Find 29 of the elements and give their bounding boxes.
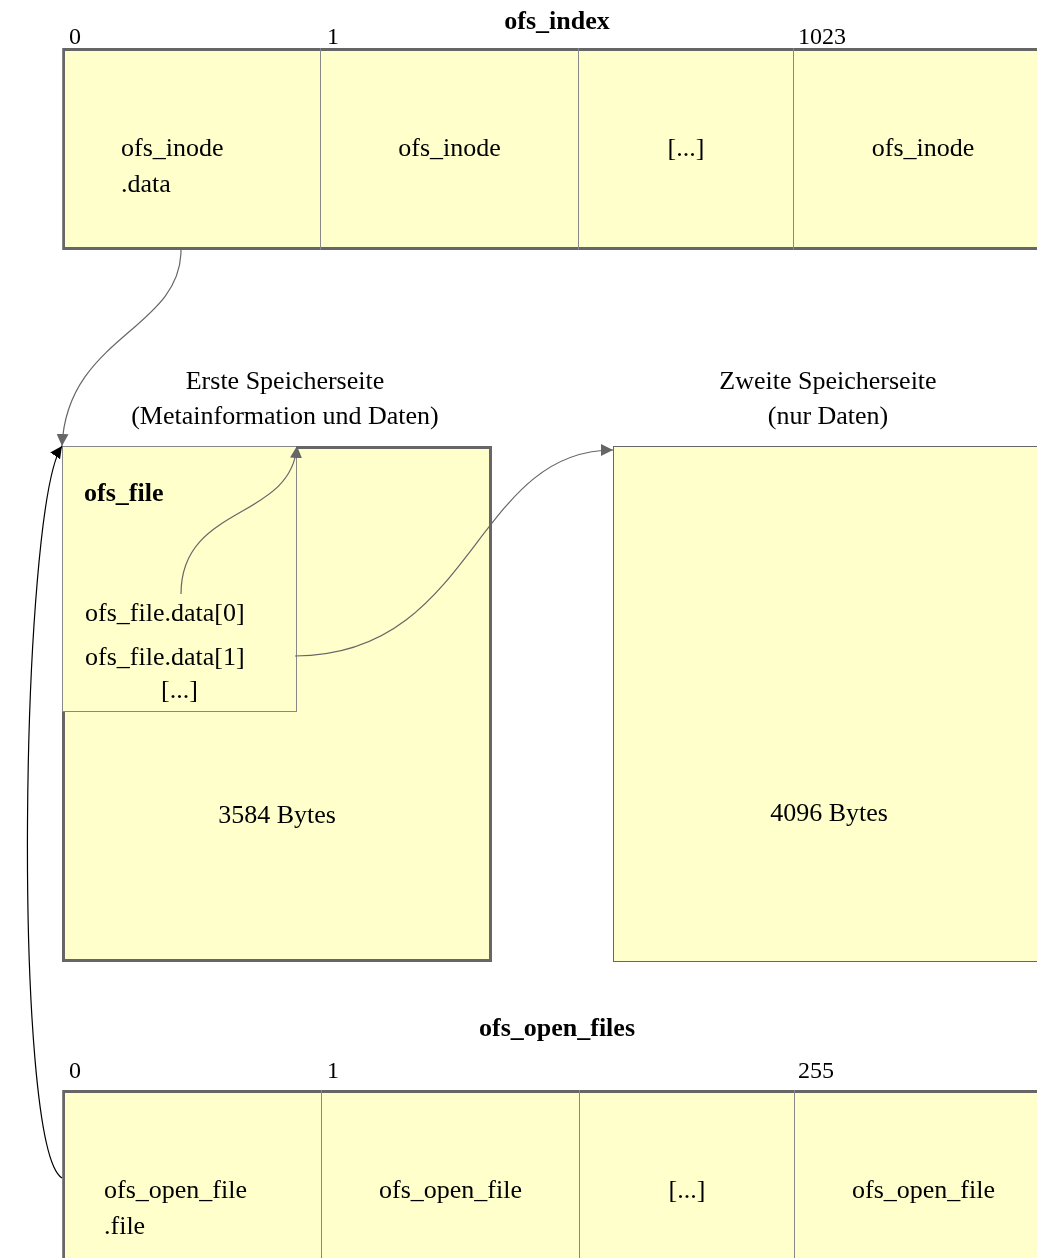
array-name: ofs_open_files <box>478 1015 636 1041</box>
index-number: 1 <box>327 1056 339 1084</box>
ellipsis-text: [...] <box>160 674 199 706</box>
arrow <box>294 445 614 657</box>
size-label: 4096 Bytes <box>769 797 889 829</box>
index-number: 0 <box>69 22 81 50</box>
field-text: ofs_file.data[0] <box>85 595 296 631</box>
cell-text: [...] <box>667 1174 707 1206</box>
arrow <box>26 445 64 1179</box>
index-number: 1023 <box>798 22 846 50</box>
cell-text: ofs_inode .data <box>121 132 225 200</box>
cell-text: ofs_open_file <box>378 1174 523 1206</box>
cell-text: ofs_inode <box>397 132 502 164</box>
arrow <box>180 445 301 595</box>
cell-text: [...] <box>666 132 706 164</box>
field-text: ofs_file.data[1] <box>85 639 296 675</box>
cell-text: ofs_open_file <box>851 1174 996 1206</box>
page-title: Zweite Speicherseite (nur Daten) <box>718 365 938 432</box>
size-label: 3584 Bytes <box>217 799 337 831</box>
struct-name: ofs_file <box>84 477 164 509</box>
index-number: 255 <box>798 1056 834 1084</box>
index-number: 1 <box>327 22 339 50</box>
cell-text: ofs_inode <box>870 132 976 164</box>
page-title: Erste Speicherseite (Metainformation und Daten) <box>130 365 440 432</box>
arrow <box>57 249 182 447</box>
cell-text: ofs_open_file .file <box>104 1174 248 1242</box>
array-name: ofs_index <box>503 8 611 34</box>
struct-box <box>62 446 297 712</box>
index-number: 0 <box>69 1056 81 1084</box>
